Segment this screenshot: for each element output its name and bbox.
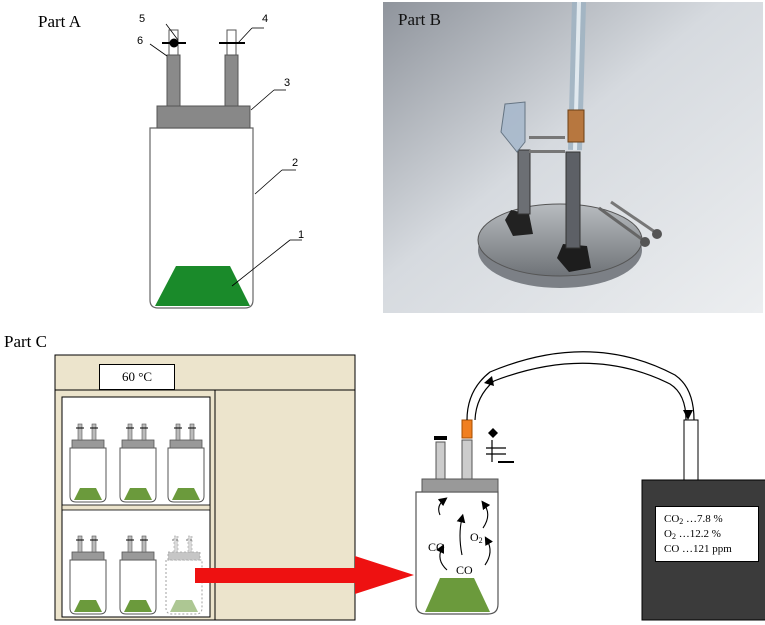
test-jar-lid (421, 478, 499, 493)
part-b-title: Part B (398, 10, 441, 29)
reading-co2: CO2 …7.8 % (664, 513, 723, 526)
oven-shelf (61, 504, 211, 511)
clamp-symbol (486, 428, 514, 463)
jar-gas-co-1: CO (428, 540, 445, 554)
test-jar-powder (425, 578, 490, 612)
callout-3: 3 (284, 77, 290, 89)
jar-gas-co-2: CO (456, 563, 473, 577)
valve-tube (500, 101, 526, 153)
analyzer-screen: CO2 …7.8 % O2 …12.2 % CO …121 ppm (655, 506, 759, 562)
callout-5: 5 (139, 13, 145, 25)
test-jar (415, 491, 499, 615)
powder-sample (155, 266, 250, 306)
sample-loop-inner (474, 362, 687, 421)
orange-valve (461, 419, 473, 439)
jar-lid (156, 105, 251, 129)
part-c-title: Part C (4, 332, 47, 351)
callout-1: 1 (298, 229, 304, 241)
reading-co: CO …121 ppm (664, 543, 732, 555)
part-a-title: Part A (38, 12, 81, 31)
callout-6: 6 (137, 35, 143, 47)
transfer-arrow (195, 556, 414, 594)
stopper-left (505, 210, 533, 236)
brass-coupler (567, 109, 585, 143)
jar-body (149, 127, 254, 309)
jar-gas-o2: O2 (470, 530, 483, 545)
sample-loop-outer (466, 351, 695, 421)
oven-temperature-display: 60 °C (99, 364, 175, 390)
callout-4: 4 (262, 13, 268, 25)
loose-screws (598, 200, 662, 247)
part-b-photo (383, 2, 763, 313)
part-a-diagram: 1 2 3 4 5 6 (137, 13, 304, 309)
oven-door (214, 389, 356, 621)
valve-knob (169, 38, 179, 48)
stopper-right (557, 244, 591, 272)
callout-2: 2 (292, 157, 298, 169)
reading-o2: O2 …12.2 % (664, 528, 721, 541)
